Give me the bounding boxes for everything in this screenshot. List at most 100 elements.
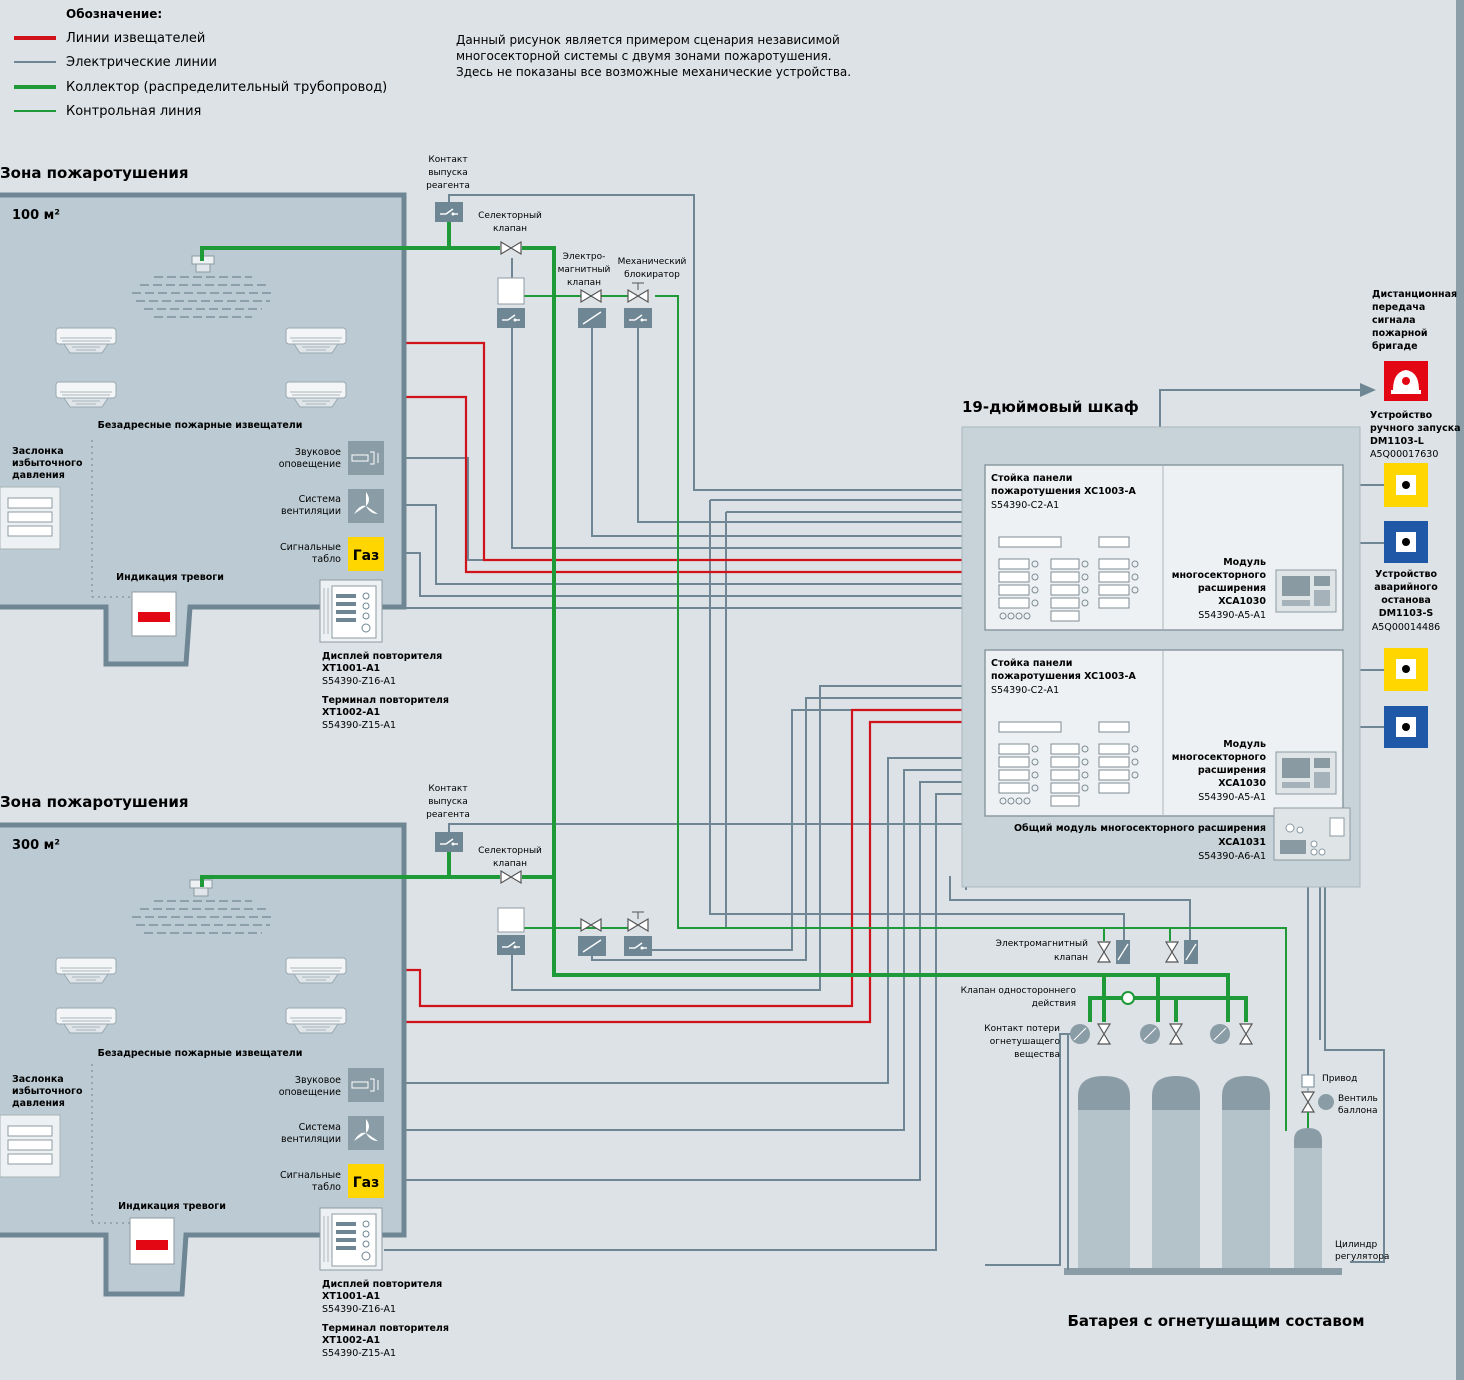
svg-text:баллона: баллона	[1338, 1106, 1377, 1116]
legend-item-detector: Линии извещателей	[66, 31, 205, 46]
svg-text:многосекторного: многосекторного	[1172, 752, 1267, 763]
fire-brigade-icon	[1384, 361, 1428, 401]
svg-text:Общий модуль многосекторного р: Общий модуль многосекторного расширения	[1014, 823, 1266, 834]
svg-text:Контакт: Контакт	[428, 784, 467, 794]
svg-text:выпуска: выпуска	[428, 168, 468, 178]
lock-switch-icon	[623, 307, 653, 329]
svg-text:Система: Система	[299, 494, 341, 505]
svg-text:пожаротушения XC1003-A: пожаротушения XC1003-A	[991, 671, 1136, 682]
svg-text:Газ: Газ	[353, 548, 380, 564]
svg-text:регулятора: регулятора	[1335, 1252, 1389, 1262]
svg-text:табло: табло	[312, 554, 341, 565]
zone-2-repeater-label: Дисплей повторителя XT1001-A1 S54390-Z16…	[322, 1279, 449, 1359]
svg-text:табло: табло	[312, 1182, 341, 1193]
actuator-icon	[497, 277, 525, 305]
zone-2-room	[0, 822, 407, 1297]
sounder-icon	[348, 441, 384, 475]
svg-text:DM1103-S: DM1103-S	[1379, 608, 1434, 619]
emergency-stop-button-icon	[1384, 706, 1428, 748]
svg-text:XT1001-A1: XT1001-A1	[322, 1291, 380, 1302]
svg-text:магнитный: магнитный	[558, 265, 611, 275]
svg-text:оповещение: оповещение	[279, 459, 341, 470]
svg-text:Селекторный: Селекторный	[478, 846, 542, 856]
zone-1-detectors-label: Безадресные пожарные извещатели	[98, 420, 303, 431]
cylinder-head-valve-icon	[1169, 1023, 1183, 1045]
zone-1-nozzle	[132, 255, 274, 318]
intro-text: Данный рисунок является примером сценари…	[456, 33, 851, 79]
remote-arrow	[1360, 383, 1376, 397]
svg-text:S54390-Z15-A1: S54390-Z15-A1	[322, 1348, 396, 1359]
alarm-indicator-icon	[131, 591, 177, 637]
selector-valve-icon	[500, 241, 522, 255]
svg-text:вентиляции: вентиляции	[281, 1134, 341, 1145]
svg-text:бригаде: бригаде	[1372, 341, 1418, 352]
zone-1-area: 100 м²	[12, 208, 60, 223]
remote-label: Дистанционная передача сигнала пожарной …	[1372, 289, 1457, 352]
zone-1-damper-label: Заслонка избыточного давления	[12, 446, 83, 481]
sounder-icon	[348, 1068, 384, 1102]
svg-text:S54390-Z16-A1: S54390-Z16-A1	[322, 676, 396, 687]
svg-text:Стойка панели: Стойка панели	[991, 658, 1072, 669]
solenoid-valve-icon	[580, 918, 602, 932]
svg-text:Газ: Газ	[353, 1175, 380, 1191]
svg-text:блокиратор: блокиратор	[624, 270, 680, 280]
rack-2: Стойка панели пожаротушения XC1003-A S54…	[984, 649, 1344, 817]
svg-text:Клапан одностороннего: Клапан одностороннего	[961, 986, 1077, 996]
svg-text:Модуль: Модуль	[1223, 739, 1266, 750]
svg-text:Заслонка: Заслонка	[12, 1074, 64, 1085]
svg-text:A5Q00014486: A5Q00014486	[1372, 622, 1440, 633]
svg-text:XCA1030: XCA1030	[1218, 778, 1266, 789]
zone-1: Зона пожаротушения 100 м² Безадресные по…	[0, 164, 449, 731]
legend-item-control: Контрольная линия	[66, 104, 201, 119]
svg-text:Дисплей повторителя: Дисплей повторителя	[322, 651, 442, 662]
svg-text:Стойка панели: Стойка панели	[991, 473, 1072, 484]
ventilation-fan-icon	[348, 1116, 384, 1150]
release-contact-icon	[434, 201, 464, 223]
agent-cylinders	[1078, 1076, 1322, 1148]
svg-text:ручного запуска: ручного запуска	[1370, 423, 1461, 434]
legend-item-pipe: Коллектор (распределительный трубопровод…	[66, 80, 387, 95]
svg-text:Сигнальные: Сигнальные	[280, 542, 341, 553]
svg-text:расширения: расширения	[1198, 583, 1266, 594]
zone-2-detectors-label: Безадресные пожарные извещатели	[98, 1048, 303, 1059]
svg-text:DM1103-L: DM1103-L	[1370, 436, 1424, 447]
zone-2-area: 300 м²	[12, 838, 60, 853]
manual-start-button-icon	[1384, 648, 1428, 691]
cylinder-head-valve-icon	[1239, 1023, 1253, 1045]
zone-2: Зона пожаротушения 300 м² Безадресные по…	[0, 793, 449, 1359]
svg-text:XT1002-A1: XT1002-A1	[322, 707, 380, 718]
zone-1-alarm-label: Индикация тревоги	[116, 572, 224, 583]
position-switch-icon	[496, 307, 526, 329]
svg-text:Дисплей повторителя: Дисплей повторителя	[322, 1279, 442, 1290]
pressure-gauge-icon	[1318, 1094, 1334, 1110]
svg-text:оповещение: оповещение	[279, 1087, 341, 1098]
svg-text:Контакт: Контакт	[428, 155, 467, 165]
svg-text:Сигнальные: Сигнальные	[280, 1170, 341, 1181]
release-contact-icon	[434, 831, 464, 853]
gas-sign: Газ	[348, 1164, 384, 1198]
common-module-label: Общий модуль многосекторного расширения …	[1014, 823, 1266, 862]
svg-text:Терминал повторителя: Терминал повторителя	[322, 695, 449, 706]
svg-text:Заслонка: Заслонка	[12, 446, 64, 457]
repeater-display-icon	[319, 1207, 383, 1271]
svg-text:расширения: расширения	[1198, 765, 1266, 776]
solenoid-valve-icon	[580, 289, 602, 303]
svg-text:огнетушащего: огнетушащего	[990, 1037, 1061, 1047]
cylinder-valve-icon	[1301, 1091, 1315, 1113]
svg-text:XCA1031: XCA1031	[1218, 837, 1266, 848]
svg-text:Привод: Привод	[1322, 1074, 1357, 1084]
position-switch-icon	[496, 934, 526, 956]
svg-text:передача: передача	[1372, 302, 1425, 313]
svg-text:S54390-A6-A1: S54390-A6-A1	[1198, 851, 1266, 862]
cabinet-title: 19-дюймовый шкаф	[962, 398, 1139, 416]
svg-text:пожаротушения XC1003-A: пожаротушения XC1003-A	[991, 486, 1136, 497]
svg-text:Селекторный: Селекторный	[478, 211, 542, 221]
actuator-icon	[1301, 1074, 1315, 1088]
selector-valve-icon	[500, 870, 522, 884]
battery: Электромагнитный клапан Клапан односторо…	[961, 939, 1390, 1330]
battery-title: Батарея с огнетушащим составом	[1068, 1312, 1365, 1330]
actuator-icon	[497, 907, 525, 933]
svg-text:клапан: клапан	[493, 859, 527, 869]
solenoid-box-icon	[578, 936, 606, 956]
svg-text:многосекторной системы с двумя: многосекторной системы с двумя зонами по…	[456, 49, 832, 63]
